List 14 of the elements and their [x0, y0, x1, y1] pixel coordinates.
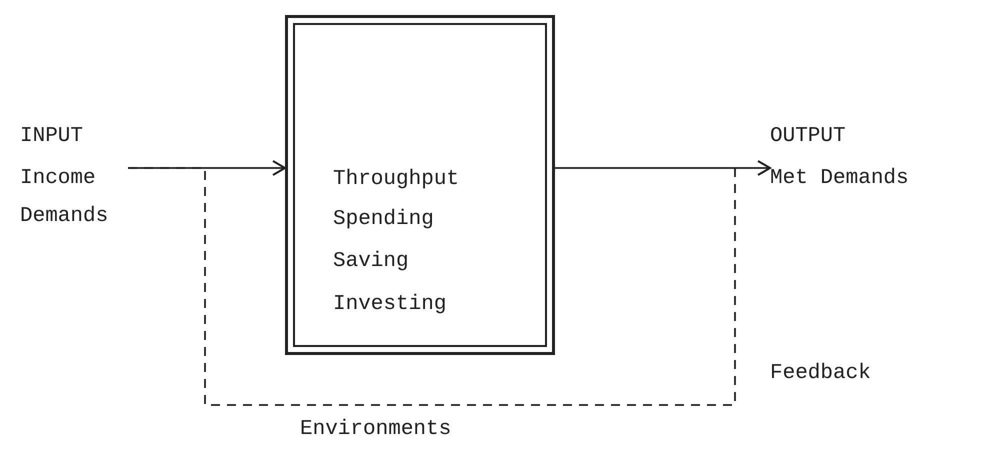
system-box [285, 15, 555, 355]
heading-text: OUTPUT [770, 125, 846, 149]
environment-label: Environments [300, 418, 452, 442]
arrow [555, 160, 771, 176]
input-label: Demands [20, 205, 108, 229]
heading-text: Throughput [333, 168, 460, 192]
output-label: Met Demands [770, 167, 909, 191]
heading-text: INPUT [20, 125, 84, 149]
item-label: Spending [333, 208, 434, 232]
input-label: Income [20, 167, 96, 191]
feedback-line [128, 167, 736, 406]
feedback-label: Feedback [770, 362, 871, 386]
item-label: Investing [333, 293, 446, 317]
item-label: Saving [333, 250, 409, 274]
